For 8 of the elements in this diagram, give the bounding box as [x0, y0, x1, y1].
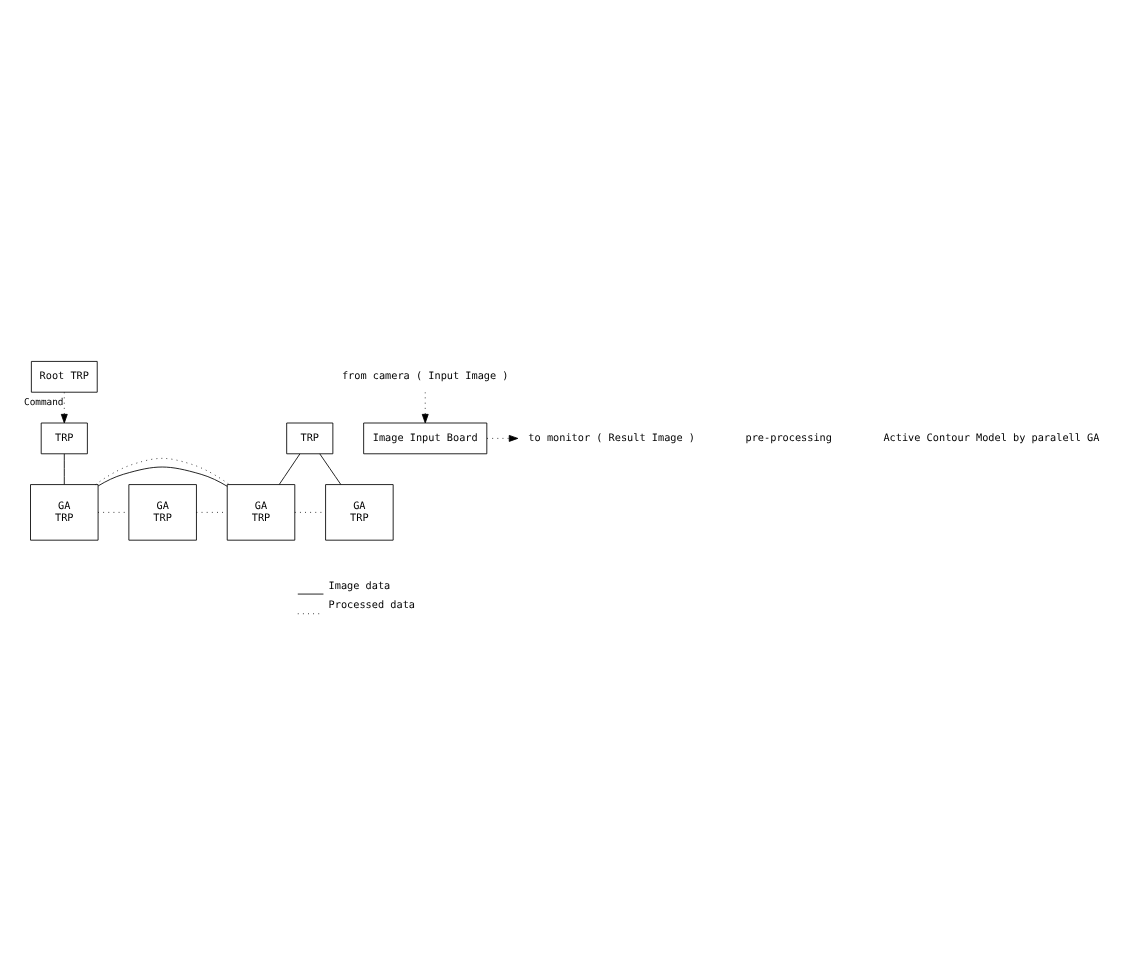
connector	[319, 452, 342, 484]
connector	[97, 465, 228, 486]
connector	[95, 456, 230, 484]
arrow	[60, 391, 68, 423]
connector	[278, 452, 301, 484]
connector	[63, 452, 65, 484]
arrow	[486, 434, 519, 441]
arrow	[421, 391, 429, 423]
